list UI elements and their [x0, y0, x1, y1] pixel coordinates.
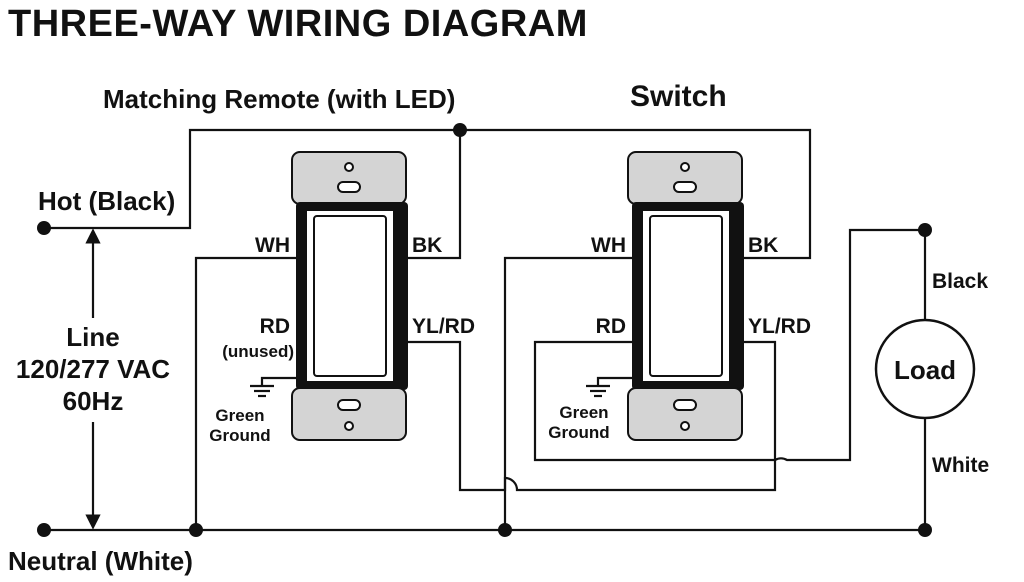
remote-bottom-plate	[291, 387, 407, 441]
switch-ground-label-1: Green	[559, 403, 608, 422]
remote-ground-label-1: Green	[215, 406, 264, 425]
remote-ground-label-2: Ground	[209, 426, 270, 445]
switch-bk-label: BK	[748, 234, 778, 257]
switch-wh-wire	[503, 256, 636, 530]
switch-wh-label: WH	[591, 234, 626, 257]
load-black-junction-dot	[918, 223, 932, 237]
switch-top-plate	[627, 151, 743, 205]
hot-label: Hot (Black)	[38, 186, 175, 216]
remote-bk-wire	[404, 130, 462, 260]
remote-device	[291, 151, 408, 441]
switch-label: Switch	[630, 80, 727, 113]
hot-junction-dot	[453, 123, 467, 137]
remote-rd-label: RD	[260, 315, 290, 338]
switch-ground-label-2: Ground	[548, 423, 609, 442]
switch-device	[627, 151, 744, 441]
load-white-junction-dot	[918, 523, 932, 537]
remote-yl-rd-label: YL/RD	[412, 315, 475, 338]
neutral-label: Neutral (White)	[8, 546, 193, 576]
switch-rd-wire	[533, 228, 925, 462]
switch-yl-rd-label: YL/RD	[748, 315, 811, 338]
white-label: White	[932, 454, 989, 477]
hot-wire	[44, 128, 812, 260]
diagram-title: THREE-WAY WIRING DIAGRAM	[8, 3, 588, 45]
remote-unused-label: (unused)	[222, 342, 294, 361]
remote-ground-symbol	[250, 376, 300, 398]
traveler-wire	[404, 340, 777, 492]
remote-neutral-junction-dot	[189, 523, 203, 537]
remote-wh-wire	[194, 256, 300, 530]
remote-wh-label: WH	[255, 234, 290, 257]
voltage-label: 120/277 VAC	[16, 354, 170, 384]
line-label: Line	[66, 322, 119, 352]
hot-terminal-dot	[37, 221, 51, 235]
load-label: Load	[894, 355, 956, 385]
switch-rd-label: RD	[596, 315, 626, 338]
switch-ground-symbol	[586, 376, 636, 398]
switch-neutral-junction-dot	[498, 523, 512, 537]
remote-top-plate	[291, 151, 407, 205]
remote-bk-label: BK	[412, 234, 442, 257]
remote-label: Matching Remote (with LED)	[103, 84, 455, 114]
frequency-label: 60Hz	[63, 386, 124, 416]
black-label: Black	[932, 270, 988, 293]
switch-rocker	[649, 215, 723, 377]
remote-rocker	[313, 215, 387, 377]
switch-bottom-plate	[627, 387, 743, 441]
load-circle	[874, 318, 976, 420]
neutral-terminal-dot	[37, 523, 51, 537]
